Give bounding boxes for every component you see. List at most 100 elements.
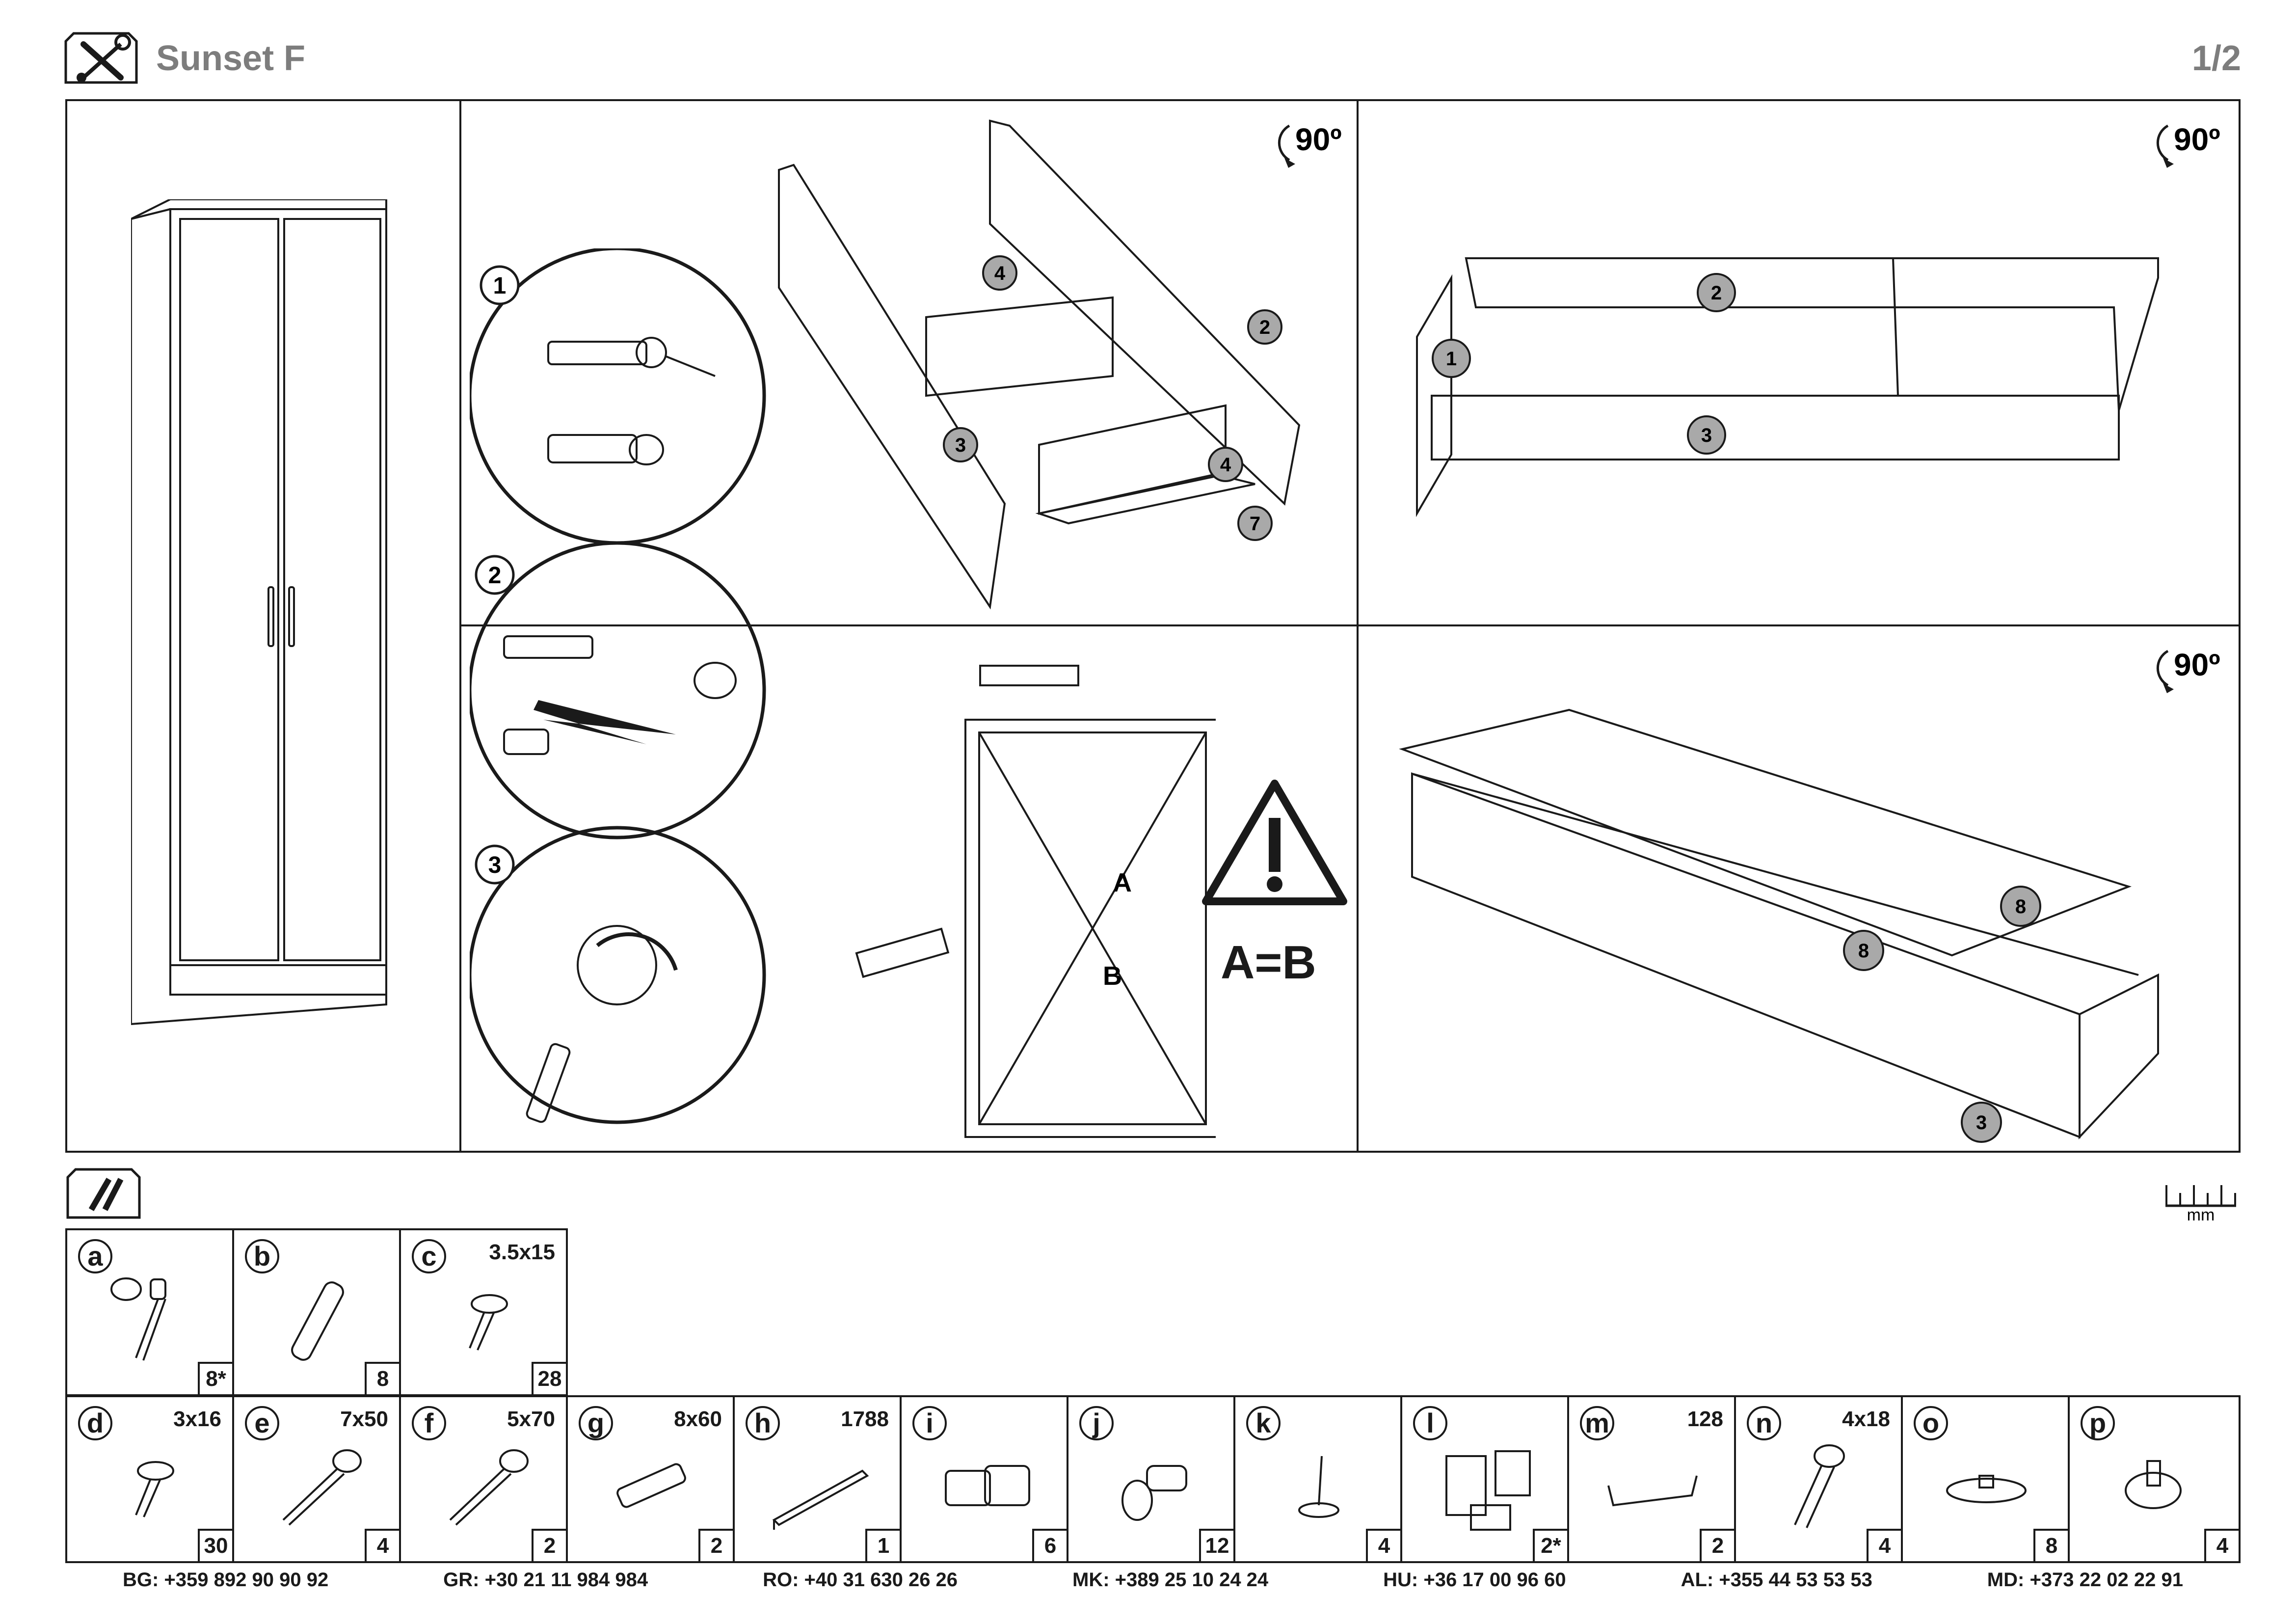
- contact-mk: MK: +389 25 10 24 24: [1072, 1569, 1269, 1591]
- part-letter: d: [78, 1406, 112, 1440]
- part-quantity: 2*: [1533, 1529, 1569, 1563]
- part-quantity: 2: [698, 1529, 735, 1563]
- part-quantity: 6: [1032, 1529, 1068, 1563]
- part-cell-a: a 8*: [65, 1228, 234, 1396]
- page-number: 1/2: [2191, 39, 2241, 78]
- svg-text:1: 1: [493, 273, 507, 299]
- part-size: 8x60: [674, 1407, 722, 1431]
- part-size: 4x18: [1842, 1407, 1890, 1431]
- hinge-icon: [945, 1465, 1030, 1506]
- part-letter: l: [1413, 1406, 1447, 1440]
- step-2-badge: 2: [473, 553, 517, 599]
- rotate-90-icon: 90º: [1270, 116, 1348, 172]
- part-cell-b: b 8: [232, 1228, 401, 1396]
- back-panel-drawing: 8 8 3: [1399, 708, 2159, 1143]
- page-title: Sunset F: [156, 39, 306, 78]
- part-quantity: 8: [2033, 1529, 2070, 1563]
- svg-text:3: 3: [488, 852, 502, 878]
- part-letter: b: [245, 1239, 279, 1273]
- part-letter: c: [412, 1239, 446, 1273]
- part-quantity: 4: [2204, 1529, 2241, 1563]
- equality-label: A=B: [1221, 936, 1316, 989]
- part-cell-l: l 2*: [1400, 1395, 1569, 1563]
- contact-bg: BG: +359 892 90 90 92: [122, 1569, 329, 1591]
- svg-text:90º: 90º: [1295, 122, 1342, 157]
- svg-text:2: 2: [1259, 317, 1270, 338]
- warning-triangle-icon: [1201, 779, 1348, 914]
- contact-ro: RO: +40 31 630 26 26: [763, 1569, 958, 1591]
- wooden-dowel-icon: [291, 1281, 344, 1361]
- part-size: 1788: [841, 1407, 889, 1431]
- wardrobe-drawing: [131, 199, 387, 1026]
- svg-text:4: 4: [994, 263, 1006, 284]
- part-cell-h: h 1788 1: [733, 1395, 902, 1563]
- disc-foot-icon: [1946, 1475, 2027, 1503]
- handle-icon: [1607, 1475, 1698, 1507]
- side-panel-assembly-drawing: 4 2 3 4 7: [778, 119, 1301, 610]
- rotate-90-icon: 90º: [2148, 641, 2227, 698]
- part-letter: f: [412, 1406, 446, 1440]
- part-size: 3.5x15: [489, 1240, 555, 1264]
- part-size: 128: [1687, 1407, 1723, 1431]
- svg-text:2: 2: [1711, 282, 1722, 304]
- part-quantity: 8: [365, 1362, 401, 1396]
- adjustable-foot-icon: [2125, 1460, 2182, 1509]
- svg-text:3: 3: [1701, 425, 1712, 446]
- part-size: 7x50: [340, 1407, 388, 1431]
- part-letter: k: [1246, 1406, 1281, 1440]
- part-size: 5x70: [507, 1407, 555, 1431]
- step-1-badge: 1: [478, 263, 522, 310]
- screw-icon: [135, 1461, 174, 1517]
- screwdriver-wrench-icon: [64, 31, 138, 84]
- step-3-badge: 3: [473, 842, 517, 889]
- part-cell-f: f 5x70 2: [399, 1395, 568, 1563]
- part-letter: j: [1079, 1406, 1114, 1440]
- part-letter: h: [746, 1406, 780, 1440]
- contact-gr: GR: +30 21 11 984 984: [443, 1569, 648, 1591]
- svg-text:90º: 90º: [2174, 647, 2220, 682]
- svg-text:3: 3: [955, 434, 966, 456]
- part-letter: g: [579, 1406, 613, 1440]
- step-detail-drawings: [470, 248, 766, 1124]
- ruler-icon: mm: [2162, 1178, 2240, 1224]
- part-quantity: 1: [865, 1529, 902, 1563]
- part-cell-m: m 128 2: [1567, 1395, 1736, 1563]
- part-quantity: 2: [532, 1529, 568, 1563]
- svg-text:mm: mm: [2187, 1206, 2215, 1222]
- nail-glide-icon: [1298, 1456, 1339, 1518]
- contact-md: MD: +373 22 02 22 91: [1987, 1569, 2183, 1591]
- part-cell-g: g 8x60 2: [566, 1395, 735, 1563]
- svg-text:4: 4: [1220, 454, 1231, 476]
- svg-text:7: 7: [1250, 513, 1260, 535]
- svg-text:8: 8: [1858, 940, 1869, 962]
- part-letter: a: [78, 1239, 112, 1273]
- svg-text:90º: 90º: [2174, 122, 2220, 157]
- assembly-panel: 1 2 3 4 2 3 4 7: [65, 99, 2241, 1153]
- part-letter: p: [2081, 1406, 2115, 1440]
- svg-text:8: 8: [2015, 896, 2026, 918]
- contacts-bar: BG: +359 892 90 90 92 GR: +30 21 11 984 …: [65, 1569, 2241, 1598]
- screw-icon: [469, 1294, 508, 1351]
- diagonal-check-drawing: A B: [855, 665, 1216, 1138]
- svg-text:A: A: [1113, 868, 1132, 897]
- part-quantity: 4: [1867, 1529, 1903, 1563]
- cam-lock-bolt-icon: [110, 1277, 166, 1361]
- part-letter: i: [912, 1406, 947, 1440]
- bracket-icon: [1445, 1450, 1531, 1531]
- svg-text:3: 3: [1976, 1112, 1987, 1134]
- contact-al: AL: +355 44 53 53 53: [1681, 1569, 1872, 1591]
- part-cell-c: c 3.5x15 28: [399, 1228, 568, 1396]
- part-quantity: 2: [1700, 1529, 1736, 1563]
- bolt-icon: [1794, 1444, 1845, 1528]
- part-letter: e: [245, 1406, 279, 1440]
- rotate-90-icon: 90º: [2148, 116, 2227, 172]
- screws-icon: [66, 1167, 141, 1219]
- carcass-frame-drawing: 2 3 1: [1416, 257, 2159, 517]
- part-letter: m: [1580, 1406, 1614, 1440]
